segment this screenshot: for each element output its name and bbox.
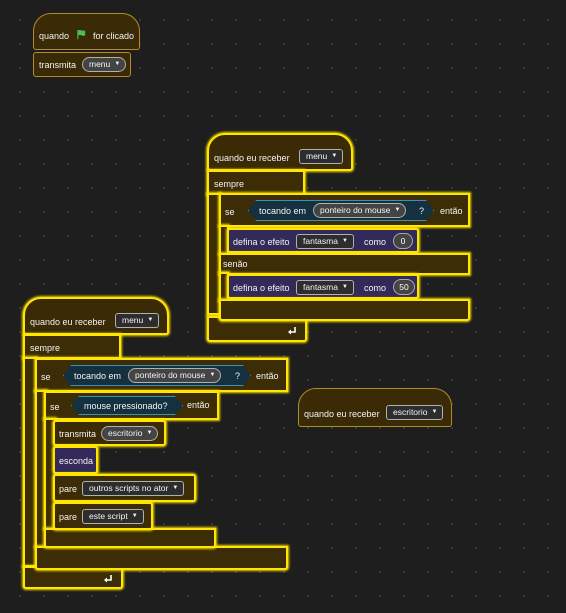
set-effect-block-0[interactable]: defina o efeito fantasma como 0 (227, 228, 419, 253)
when-i-receive-hat-block[interactable]: quando eu receber menu (207, 133, 353, 171)
when-i-receive-escritorio-block[interactable]: quando eu receber escritorio (298, 388, 452, 427)
to-label: como (364, 283, 387, 293)
then-label: então (256, 371, 279, 381)
broadcast-message-dropdown[interactable]: escritorio (101, 426, 159, 441)
broadcast-label: transmita (59, 429, 97, 439)
mouse-down-sensor-block[interactable]: mouse pressionado? (71, 396, 183, 415)
if-label: se (41, 372, 51, 382)
if-label: se (225, 207, 235, 217)
when-label: quando (39, 31, 70, 41)
set-effect-label: defina o efeito (233, 237, 290, 247)
touching-sensor-block-2[interactable]: tocando em ponteiro do mouse ? (63, 365, 251, 386)
forever-block[interactable]: sempre (207, 170, 305, 195)
when-i-receive-hat-block-2[interactable]: quando eu receber menu (23, 297, 169, 335)
then-label: então (187, 400, 210, 410)
when-i-receive-label: quando eu receber (304, 409, 380, 419)
stop-other-scripts-block[interactable]: pare outros scripts no ator (53, 474, 196, 502)
effect-value-input[interactable]: 50 (393, 279, 415, 295)
else-label: senão (223, 259, 248, 269)
broadcast-block-2[interactable]: transmita escritorio (53, 420, 166, 446)
receive-message-dropdown[interactable]: menu (299, 149, 344, 164)
hide-label: esconda (59, 456, 94, 466)
if-inner-bottom (44, 528, 216, 548)
touching-label: tocando em (74, 371, 122, 381)
stop-option-dropdown[interactable]: outros scripts no ator (82, 481, 185, 496)
set-effect-block-50[interactable]: defina o efeito fantasma como 50 (227, 274, 419, 299)
loop-arrow-icon (288, 327, 296, 335)
effect-type-dropdown[interactable]: fantasma (296, 280, 354, 295)
flag-clicked-label: for clicado (93, 31, 135, 41)
forever-label: sempre (30, 343, 61, 353)
broadcast-label: transmita (39, 60, 77, 70)
to-label: como (364, 237, 387, 247)
then-label: então (440, 206, 463, 216)
if-outer-bottom (35, 546, 288, 570)
stop-label: pare (59, 512, 78, 522)
receive-message-dropdown[interactable]: escritorio (386, 405, 444, 420)
mouse-down-label: mouse pressionado? (84, 401, 168, 411)
when-flag-clicked-block[interactable]: quando for clicado (33, 13, 140, 50)
touching-target-dropdown[interactable]: ponteiro do mouse (313, 203, 406, 218)
touching-target-dropdown[interactable]: ponteiro do mouse (128, 368, 221, 383)
if-label: se (50, 402, 60, 412)
forever-block-2[interactable]: sempre (23, 334, 121, 359)
hide-block[interactable]: esconda (53, 446, 98, 474)
broadcast-message-dropdown[interactable]: menu (82, 57, 127, 72)
forever-label: sempre (214, 179, 245, 189)
green-flag-icon (77, 29, 86, 40)
touching-label: tocando em (259, 206, 307, 216)
stop-this-script-block[interactable]: pare este script (53, 502, 153, 530)
set-effect-label: defina o efeito (233, 283, 290, 293)
when-i-receive-label: quando eu receber (214, 153, 290, 163)
if-else-bottom (219, 299, 470, 321)
effect-type-dropdown[interactable]: fantasma (296, 234, 354, 249)
question-mark: ? (235, 371, 241, 381)
when-i-receive-label: quando eu receber (30, 317, 106, 327)
touching-sensor-block[interactable]: tocando em ponteiro do mouse ? (248, 200, 434, 221)
loop-arrow-icon (104, 575, 112, 583)
stop-option-dropdown[interactable]: este script (82, 509, 144, 524)
question-mark: ? (419, 206, 425, 216)
stop-label: pare (59, 484, 78, 494)
receive-message-dropdown[interactable]: menu (115, 313, 160, 328)
else-section: senão (219, 253, 470, 275)
effect-value-input[interactable]: 0 (393, 233, 413, 249)
broadcast-block[interactable]: transmita menu (33, 52, 131, 77)
